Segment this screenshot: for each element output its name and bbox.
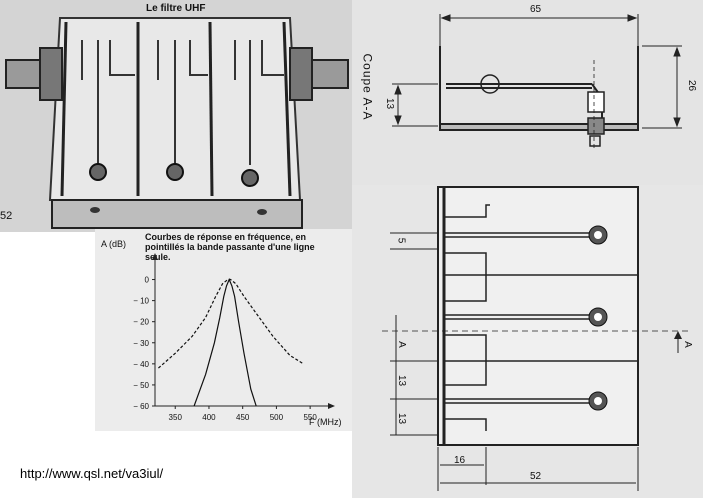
dim-16: 16 xyxy=(454,455,466,466)
y-tick-label: 0 xyxy=(145,276,150,285)
dim-left-13: 13 xyxy=(384,97,396,110)
source-url[interactable]: http://www.qsl.net/va3iul/ xyxy=(20,466,164,481)
response-graph: Courbes de réponse en fréquence, en poin… xyxy=(95,229,355,431)
dim-section-a: A xyxy=(395,341,407,348)
x-axis-label: F (MHz) xyxy=(309,417,342,427)
x-tick-label: 500 xyxy=(270,413,284,422)
section-label: Coupe A-A xyxy=(360,53,375,121)
section-marker-a: A xyxy=(681,341,693,348)
series-line-dashed xyxy=(158,278,304,369)
top-view: 5 A 13 13 16 52 A xyxy=(352,185,703,498)
filter-photo-drawing xyxy=(0,0,352,232)
dim-13-upper: 13 xyxy=(396,374,408,387)
y-tick-label: − 30 xyxy=(133,339,149,348)
x-tick-label: 450 xyxy=(236,413,250,422)
x-tick-label: 400 xyxy=(202,413,216,422)
y-tick-label: − 60 xyxy=(133,402,149,411)
graph-title: Courbes de réponse en fréquence, en poin… xyxy=(145,232,315,262)
x-tick-label: 550 xyxy=(303,413,317,422)
series-line-solid xyxy=(193,277,257,407)
dim-top-5: 5 xyxy=(395,237,407,244)
section-drawing xyxy=(392,14,682,150)
y-tick-label: − 40 xyxy=(133,360,149,369)
y-axis-arrow xyxy=(152,253,158,260)
x-tick-label: 350 xyxy=(169,413,183,422)
dim-52: 52 xyxy=(530,471,542,482)
section-view: 65 26 13 Coupe A-A xyxy=(352,0,703,185)
chart-plot: 0 − 10 − 20 − 30 − 40 − 50 − 60 350 400 450 500 550 xyxy=(133,253,335,422)
dim-width-65: 65 xyxy=(530,4,542,15)
page-number: 52 xyxy=(0,210,13,222)
y-tick-label: − 50 xyxy=(133,381,149,390)
filter-photo: Le filtre UHF 52 xyxy=(0,0,352,232)
top-view-drawing xyxy=(382,186,692,491)
y-tick-label: − 20 xyxy=(133,318,149,327)
dim-13-lower: 13 xyxy=(396,412,408,425)
x-axis-arrow xyxy=(328,403,335,409)
y-axis-label: A (dB) xyxy=(101,239,127,249)
dim-height-26: 26 xyxy=(686,79,698,92)
y-tick-label: − 10 xyxy=(133,297,149,306)
photo-title: Le filtre UHF xyxy=(146,3,206,14)
